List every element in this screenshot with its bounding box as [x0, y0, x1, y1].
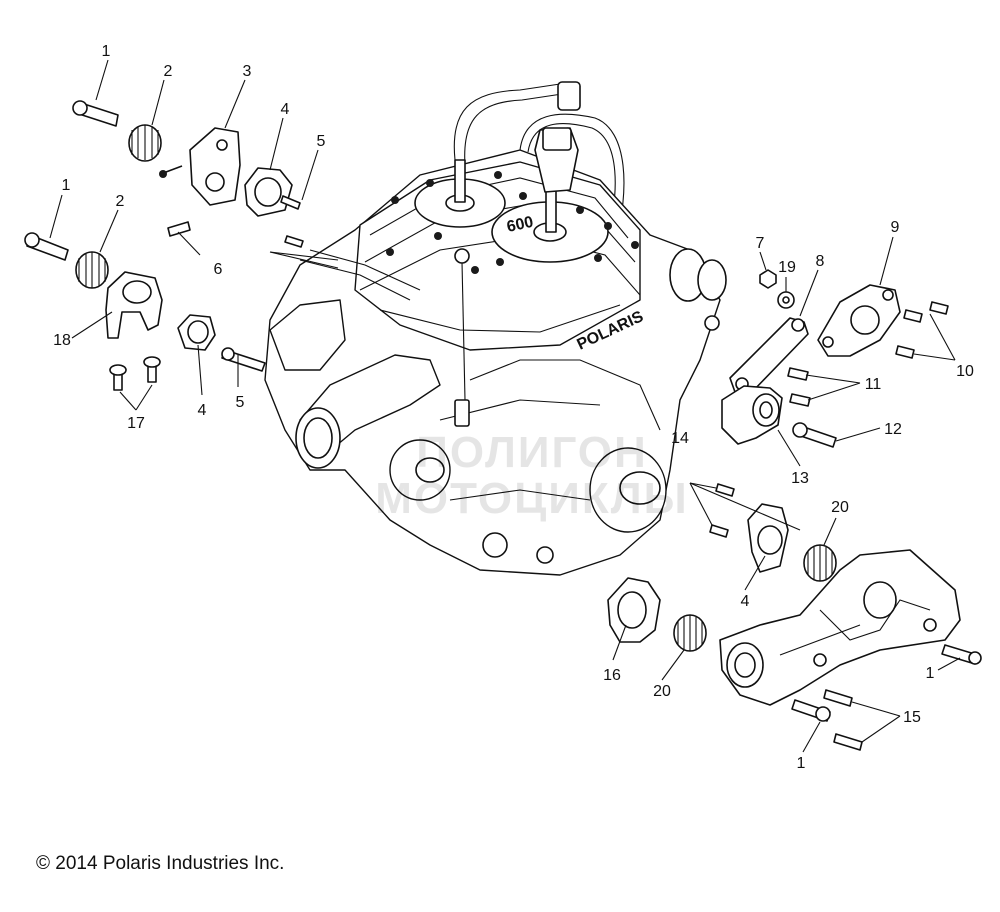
screw-5a [280, 195, 301, 210]
screw-6-right [284, 235, 304, 248]
left-lower-mount-group [24, 232, 266, 391]
callout-17: 17 [127, 415, 145, 432]
callout-2: 2 [164, 63, 173, 80]
callout-7: 7 [756, 235, 765, 252]
callout-6: 6 [214, 261, 223, 278]
callout-3: 3 [243, 63, 252, 80]
engine-assembly: 600 POLARIS [264, 81, 727, 576]
callout-8: 8 [816, 253, 825, 270]
screw-10c [895, 345, 915, 359]
rubber-bushing-20b [673, 614, 707, 652]
screw-15a [823, 689, 853, 707]
screw-6-left [167, 221, 191, 237]
callout-19: 19 [778, 259, 796, 276]
callout-2: 2 [116, 193, 125, 210]
callout-15: 15 [903, 709, 921, 726]
left-upper-mount-group [72, 100, 304, 248]
mount-bracket-3 [189, 127, 241, 206]
callout-labels: 1 2 3 4 5 1 2 6 18 4 5 17 7 19 8 9 10 11… [53, 43, 974, 772]
callout-14: 14 [671, 430, 689, 447]
engine-displacement-marking: 600 [505, 214, 535, 236]
callout-5: 5 [317, 133, 326, 150]
callout-9: 9 [891, 219, 900, 236]
callout-11: 11 [865, 376, 882, 393]
callout-20: 20 [653, 683, 671, 700]
callout-18: 18 [53, 332, 71, 349]
callout-5: 5 [236, 394, 245, 411]
rubber-bushing-2b [75, 251, 109, 289]
callout-16: 16 [603, 667, 621, 684]
callout-4: 4 [281, 101, 290, 118]
callout-4: 4 [198, 402, 207, 419]
screw-15b [833, 733, 863, 751]
right-lower-mount-group [607, 483, 982, 751]
screw-10a [903, 309, 923, 323]
copyright-notice: © 2014 Polaris Industries Inc. [36, 853, 285, 874]
nut-7 [759, 269, 777, 289]
screw-14a [715, 483, 735, 497]
callout-1: 1 [102, 43, 111, 60]
engine-mount-bracket [719, 549, 961, 706]
callout-1: 1 [797, 755, 806, 772]
screw-10b [929, 301, 949, 315]
leader-lines [49, 59, 961, 753]
callout-10: 10 [956, 363, 974, 380]
callout-20: 20 [831, 499, 849, 516]
callout-12: 12 [884, 421, 902, 438]
rubber-bushing-2a [128, 124, 162, 162]
screw-14b [709, 524, 729, 538]
right-upper-mount-group [721, 269, 949, 448]
hose-connector [557, 81, 581, 111]
callout-13: 13 [791, 470, 809, 487]
callout-4: 4 [741, 593, 750, 610]
callout-1: 1 [926, 665, 935, 682]
screw-11b [789, 393, 811, 407]
rubber-bushing-20a [803, 544, 837, 582]
screw-11a [787, 367, 809, 381]
callout-1: 1 [62, 177, 71, 194]
